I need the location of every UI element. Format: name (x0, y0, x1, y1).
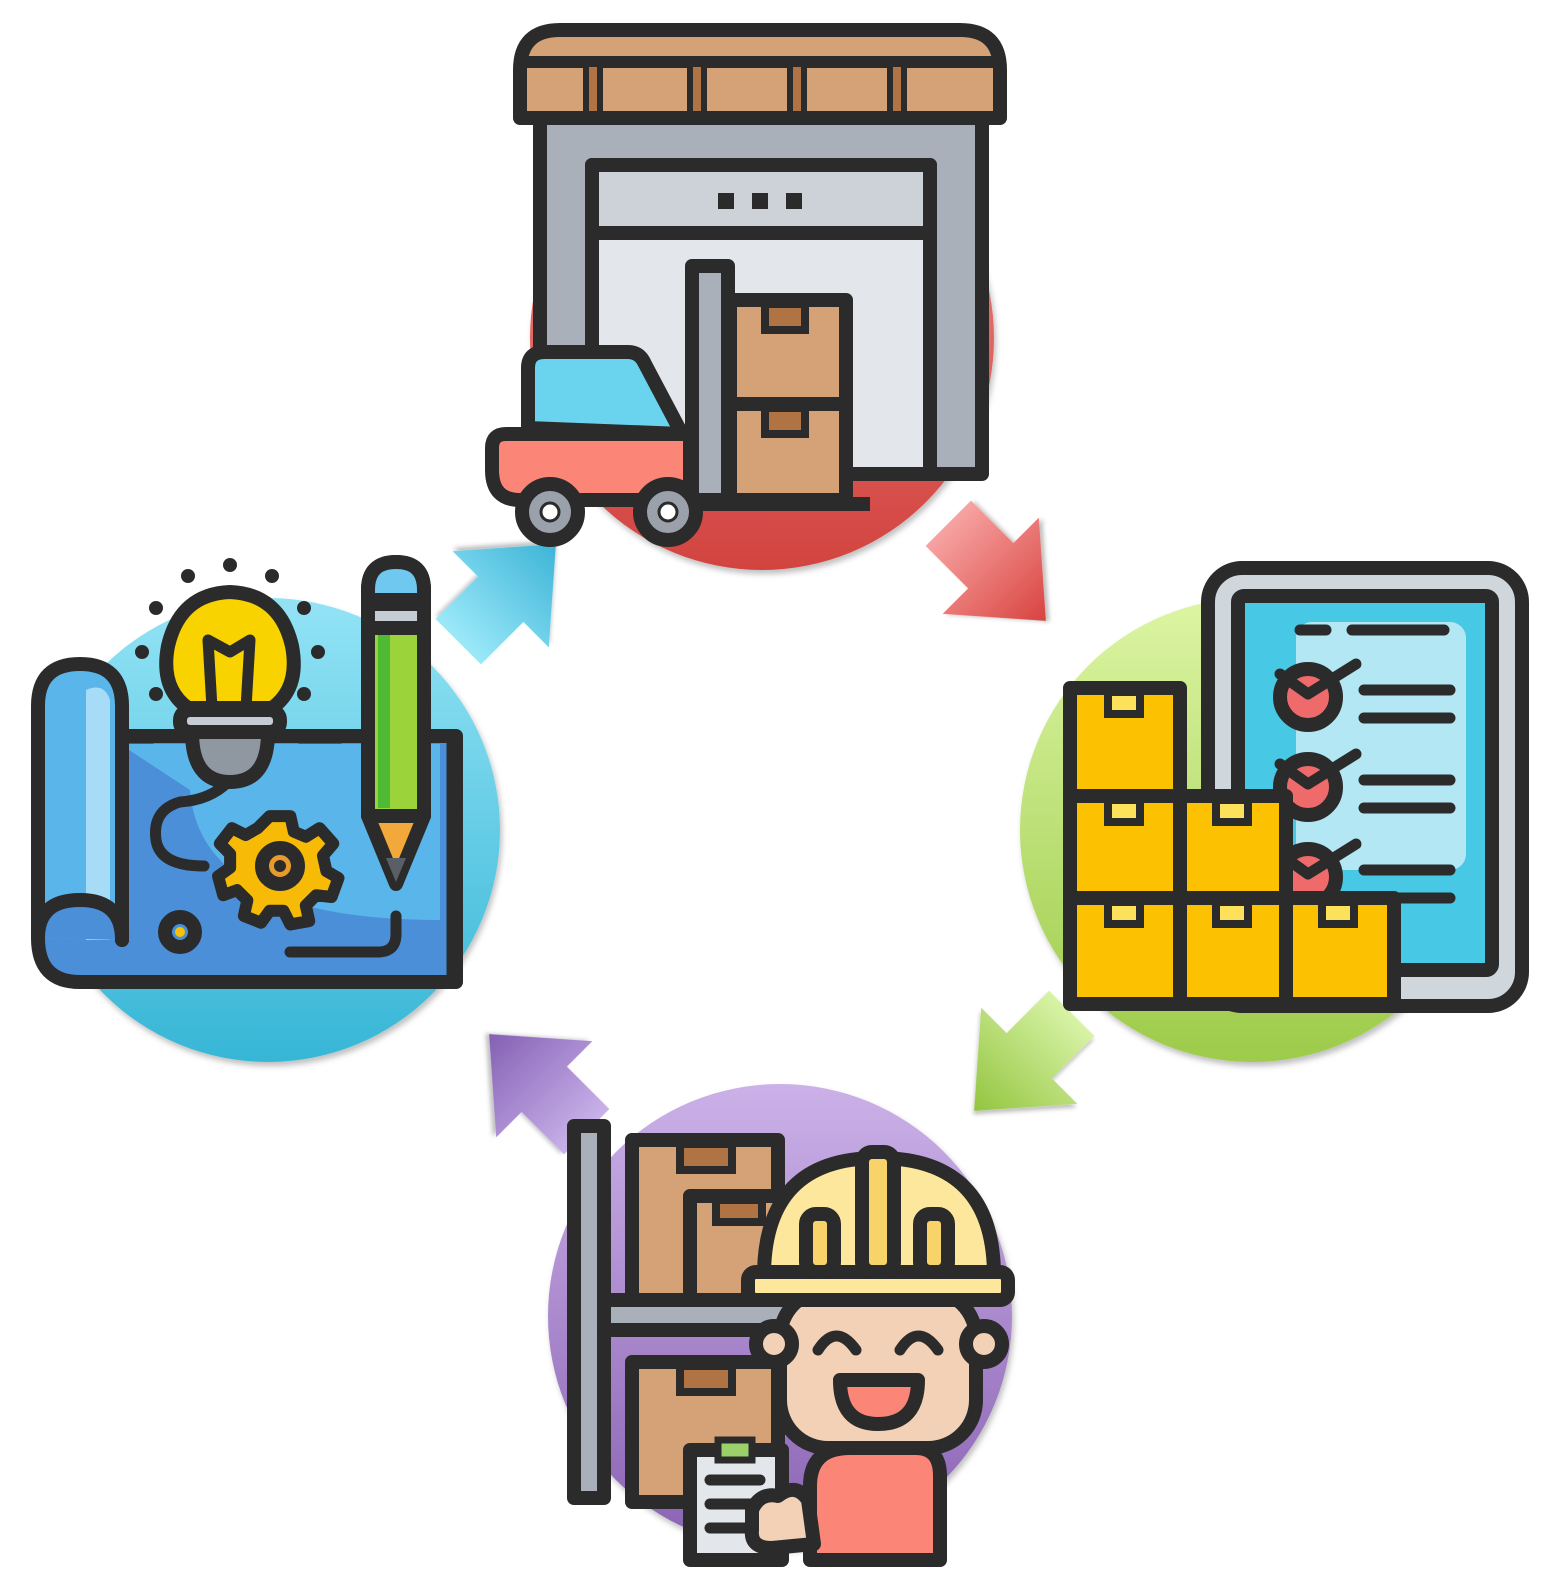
warehouse-forklift-icon (492, 30, 1000, 540)
arrow-warehouse-to-checklist (900, 475, 1094, 669)
blueprint-idea-icon (38, 558, 456, 982)
